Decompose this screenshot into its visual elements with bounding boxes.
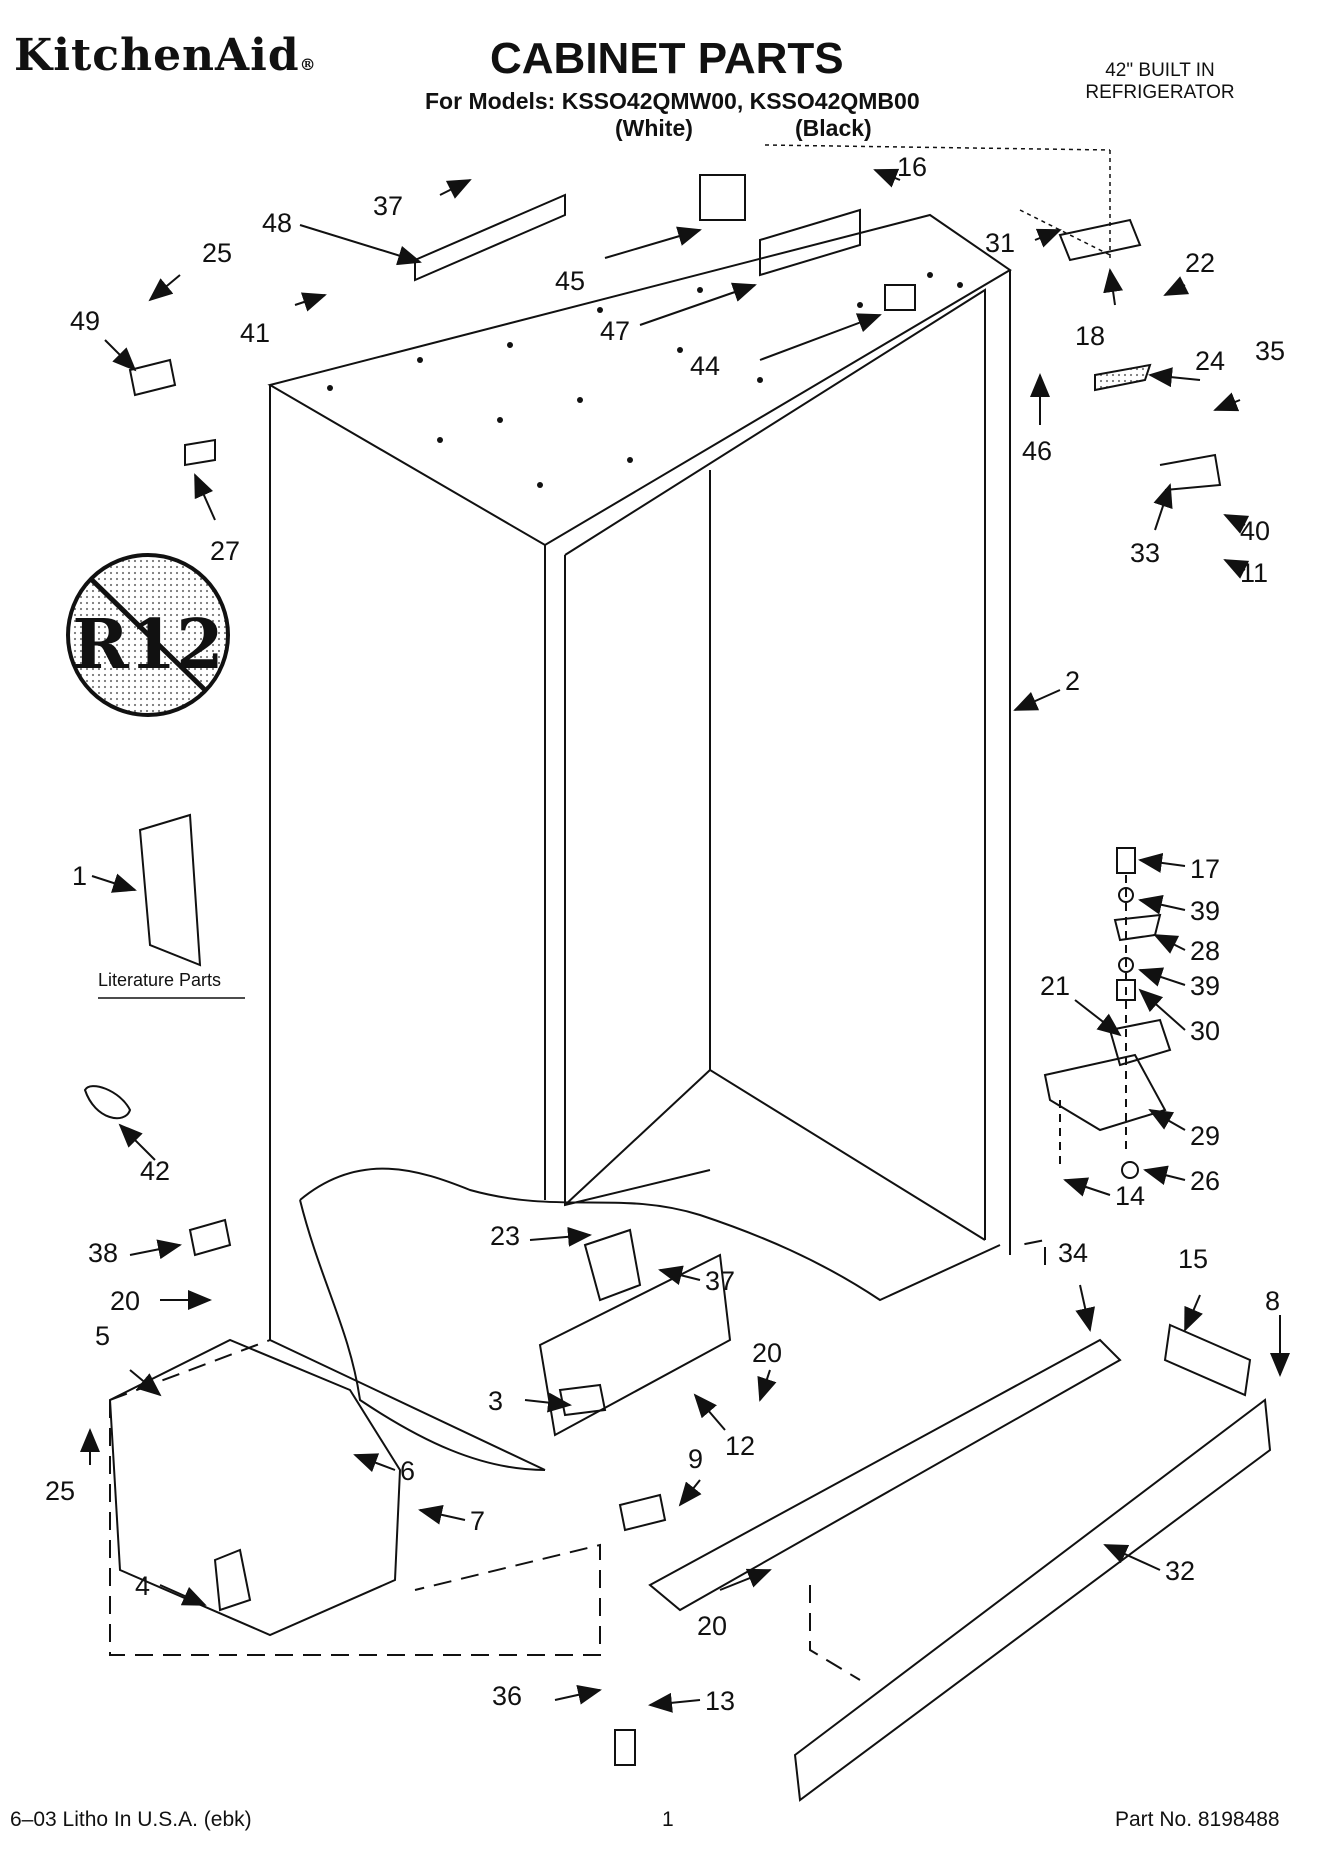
r12-badge-text: R12 xyxy=(72,605,223,685)
footer-print-info: 6–03 Litho In U.S.A. (ebk) xyxy=(10,1808,252,1831)
part-label: 11 xyxy=(1240,558,1268,588)
part-label: 30 xyxy=(1190,1016,1220,1046)
part-label: 42 xyxy=(140,1156,170,1186)
top-holes xyxy=(327,272,963,488)
part-label: 20 xyxy=(110,1286,140,1316)
part-label: 4 xyxy=(135,1571,150,1601)
page-title: CABINET PARTS xyxy=(490,34,844,83)
part-label: 40 xyxy=(1240,516,1270,546)
part-label: 25 xyxy=(202,238,232,268)
part-label: 32 xyxy=(1165,1556,1195,1586)
part-number-labels: 37 48 25 49 41 45 47 44 16 31 22 18 24 3… xyxy=(45,152,1285,1716)
part-label: 16 xyxy=(897,152,927,182)
part-label: 37 xyxy=(705,1266,735,1296)
part-label: 39 xyxy=(1190,896,1220,926)
bottom-parts xyxy=(83,1085,1272,1802)
part-label: 34 xyxy=(1058,1238,1088,1268)
part-label: 15 xyxy=(1178,1244,1208,1274)
part-label: 8 xyxy=(1265,1286,1280,1316)
top-dashed-lines xyxy=(764,144,1111,260)
part-label: 22 xyxy=(1185,248,1215,278)
brand-logo: KitchenAid® xyxy=(14,30,317,81)
part-label: 46 xyxy=(1022,436,1052,466)
part-label: 14 xyxy=(1115,1181,1145,1211)
part-label: 12 xyxy=(725,1431,755,1461)
part-label: 49 xyxy=(70,306,100,336)
part-label: 33 xyxy=(1130,538,1160,568)
part-label: 21 xyxy=(1040,971,1070,1001)
part-label: 29 xyxy=(1190,1121,1220,1151)
part-label: 31 xyxy=(985,228,1015,258)
part-label: 47 xyxy=(600,316,630,346)
models-line: For Models: KSSO42QMW00, KSSO42QMB00 xyxy=(425,88,920,114)
part-label: 44 xyxy=(690,351,720,381)
base-dashed-outline xyxy=(109,1238,1046,1681)
top-brackets xyxy=(128,174,1222,491)
part-label: 1 xyxy=(72,861,87,891)
part-label: 41 xyxy=(240,318,270,348)
part-label: 45 xyxy=(555,266,585,296)
part-label: 3 xyxy=(488,1386,503,1416)
part-label: 37 xyxy=(373,191,403,221)
part-label: 28 xyxy=(1190,936,1220,966)
literature-parts-label: Literature Parts xyxy=(98,970,222,990)
part-label: 18 xyxy=(1075,321,1105,351)
part-label: 38 xyxy=(88,1238,118,1268)
part-label: 2 xyxy=(1065,666,1080,696)
part-label: 20 xyxy=(697,1611,727,1641)
part-label: 23 xyxy=(490,1221,520,1251)
leader-arrows xyxy=(80,168,1290,1713)
product-type-line1: 42" BUILT IN xyxy=(1105,60,1215,81)
part-label: 5 xyxy=(95,1321,110,1351)
footer-part-number: Part No. 8198488 xyxy=(1115,1808,1280,1831)
part-label: 13 xyxy=(705,1686,735,1716)
hinge-assembly xyxy=(1043,847,1172,1179)
part-label: 27 xyxy=(210,536,240,566)
variant-white-label: (White) xyxy=(615,115,693,141)
part-label: 35 xyxy=(1255,336,1285,366)
part-label: 25 xyxy=(45,1476,75,1506)
part-label: 39 xyxy=(1190,971,1220,1001)
part-label: 7 xyxy=(470,1506,485,1536)
part-label: 24 xyxy=(1195,346,1225,376)
part-label: 17 xyxy=(1190,854,1220,884)
part-label: 48 xyxy=(262,208,292,238)
part-label: 20 xyxy=(752,1338,782,1368)
footer-page-number: 1 xyxy=(662,1808,674,1831)
part-label: 26 xyxy=(1190,1166,1220,1196)
part-label: 36 xyxy=(492,1681,522,1711)
part-label: 6 xyxy=(400,1456,415,1486)
r12-badge: R12 xyxy=(66,553,230,717)
literature-booklet xyxy=(138,813,202,967)
cabinet-outline xyxy=(267,213,1012,1471)
product-type-line2: REFRIGERATOR xyxy=(1085,82,1235,103)
variant-black-label: (Black) xyxy=(795,115,872,141)
part-label: 9 xyxy=(688,1444,703,1474)
